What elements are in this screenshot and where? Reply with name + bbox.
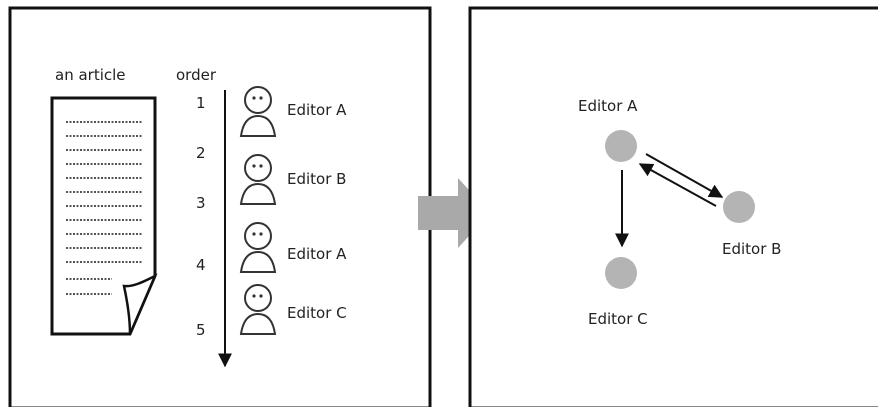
order-number: 1 xyxy=(196,94,206,112)
edge-a-to-b xyxy=(645,153,724,198)
right-panel-frame xyxy=(468,6,878,407)
editor-label: Editor A xyxy=(287,101,347,119)
article-label: an article xyxy=(55,66,126,84)
order-number: 4 xyxy=(196,256,206,274)
article-document-icon xyxy=(50,96,158,336)
order-number: 2 xyxy=(196,144,206,162)
order-number: 5 xyxy=(196,321,206,339)
editor-label: Editor B xyxy=(287,170,346,188)
order-label: order xyxy=(176,66,217,84)
node-label-editor-b: Editor B xyxy=(722,240,781,258)
person-icon xyxy=(239,154,277,205)
node-editor-b xyxy=(723,191,755,223)
person-icon xyxy=(239,86,277,137)
editor-label: Editor C xyxy=(287,304,347,322)
person-icon xyxy=(239,284,277,335)
person-icon xyxy=(239,222,277,273)
node-editor-c xyxy=(605,257,637,289)
node-editor-a xyxy=(605,130,637,162)
node-label-editor-c: Editor C xyxy=(588,310,648,328)
editor-label: Editor A xyxy=(287,245,347,263)
node-label-editor-a: Editor A xyxy=(578,97,638,115)
edge-b-to-a xyxy=(638,163,717,207)
order-number: 3 xyxy=(196,194,206,212)
